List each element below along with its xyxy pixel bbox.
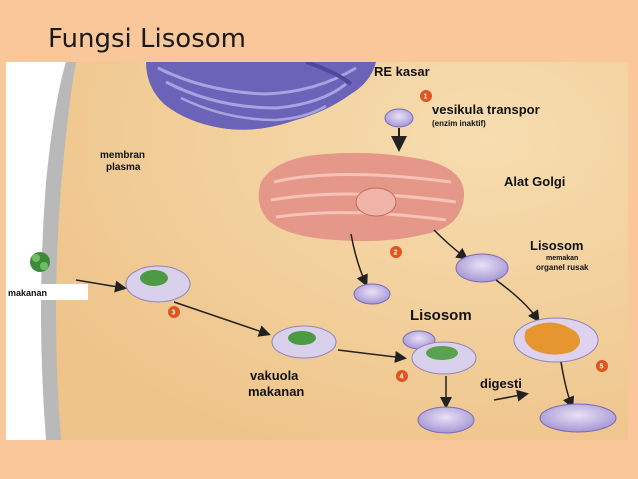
cytoplasm bbox=[56, 62, 628, 440]
food-particle bbox=[30, 252, 50, 272]
step-marker-4 bbox=[396, 370, 408, 382]
label-enzim: (enzim inaktif) bbox=[432, 119, 486, 128]
label-digesti: digesti bbox=[480, 376, 522, 391]
label-organel-rusak: organel rusak bbox=[536, 263, 589, 272]
digestion-vesicle-2 bbox=[539, 403, 617, 433]
slide-title: Fungsi Lisosom bbox=[48, 24, 246, 54]
label-vakuola: vakuola bbox=[250, 368, 299, 383]
label-memakan: memakan bbox=[546, 255, 578, 262]
rough-er bbox=[146, 62, 376, 130]
lysosome-1 bbox=[353, 283, 391, 305]
diagram-canvas: makanan 1 2 3 4 5 RE kasar vesikula tran… bbox=[6, 62, 628, 440]
step-label-5: 5 bbox=[600, 364, 604, 371]
lysosome-diagram: makanan 1 2 3 4 5 RE kasar vesikula tran… bbox=[6, 62, 628, 440]
golgi-apparatus bbox=[258, 152, 465, 242]
label-vesikula: vesikula transpor bbox=[432, 102, 540, 117]
label-makanan: makanan bbox=[248, 384, 304, 399]
transport-vesicle bbox=[384, 108, 414, 128]
step-label-3: 3 bbox=[172, 310, 176, 317]
step-markers: 1 2 3 4 5 bbox=[168, 90, 608, 382]
step-label-2: 2 bbox=[394, 250, 398, 257]
step-label-4: 4 bbox=[400, 374, 404, 381]
step-marker-5 bbox=[596, 360, 608, 372]
label-membran: membran bbox=[100, 150, 145, 161]
food-label: makanan bbox=[8, 288, 47, 298]
lysosome-2 bbox=[455, 253, 509, 283]
label-plasma: plasma bbox=[106, 162, 141, 173]
digestion-vesicle-1 bbox=[417, 406, 475, 434]
step-label-1: 1 bbox=[424, 94, 428, 101]
label-lisosom-top: Lisosom bbox=[530, 238, 583, 253]
label-golgi: Alat Golgi bbox=[504, 174, 565, 189]
step-marker-1 bbox=[420, 90, 432, 102]
step-marker-2 bbox=[390, 246, 402, 258]
label-lisosom-mid: Lisosom bbox=[410, 307, 472, 324]
step-marker-3 bbox=[168, 306, 180, 318]
label-re-kasar: RE kasar bbox=[374, 64, 430, 79]
